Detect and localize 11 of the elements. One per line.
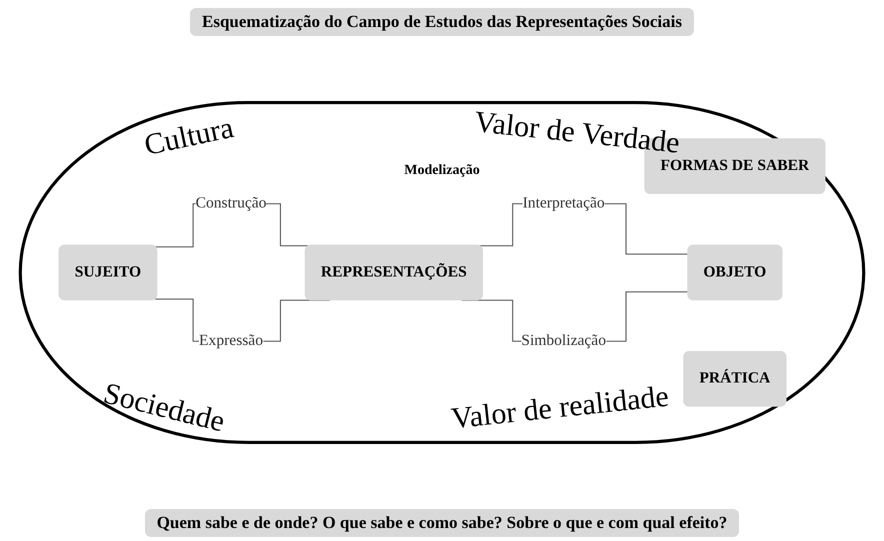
connector-note: Modelização: [404, 162, 480, 179]
title-banner: Esquematização do Campo de Estudos das Representações Sociais: [190, 8, 694, 36]
edge-label: Simbolização: [521, 332, 606, 350]
caption-banner: Quem sabe e de onde? O que sabe e como sabe? Sobre o que e com qual efeito?: [144, 509, 740, 537]
edge-label: Expressão: [199, 332, 264, 350]
region-label: Valor de Verdade: [472, 106, 682, 160]
region-label: Cultura: [141, 110, 237, 163]
edge-label: Construção: [196, 195, 266, 212]
region-label: Sociedade: [100, 377, 228, 440]
region-label: Valor de realidade: [450, 380, 670, 437]
edge-label: Interpretação: [522, 195, 605, 212]
